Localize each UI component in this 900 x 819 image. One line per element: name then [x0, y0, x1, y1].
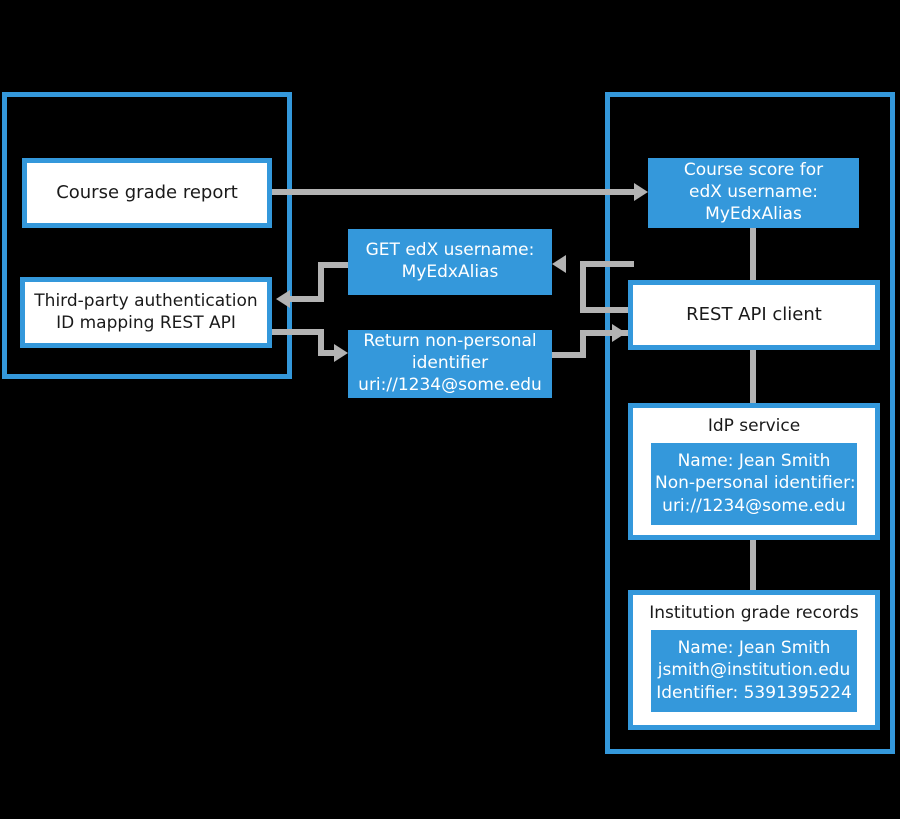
node-institution-grade-records-title: Institution grade records	[649, 603, 859, 623]
node-return-non-personal-identifier[interactable]: Return non-personal identifier uri://123…	[348, 330, 552, 398]
node-institution-grade-records-body: Name: Jean Smith jsmith@institution.edu …	[651, 630, 857, 712]
arrowhead-to-course-score	[634, 183, 648, 201]
node-third-party-auth-api-line-2: ID mapping REST API	[56, 312, 236, 333]
node-institution-grade-records[interactable]: Institution grade records Name: Jean Smi…	[628, 590, 880, 730]
node-rest-api-client-line-1: REST API client	[686, 304, 822, 326]
right-container-panel	[605, 92, 895, 754]
node-institution-records-body-line-3: Identifier: 5391395224	[656, 682, 852, 703]
node-course-grade-report[interactable]: Course grade report	[22, 158, 272, 228]
node-return-identifier-line-1: Return non-personal	[363, 331, 537, 352]
connector-client-to-idp	[750, 350, 756, 405]
node-idp-service-body-line-3: uri://1234@some.edu	[662, 495, 846, 516]
node-institution-records-body-line-2: jsmith@institution.edu	[657, 660, 851, 681]
connector-idp-to-institution	[750, 540, 756, 592]
node-get-edx-username[interactable]: GET edX username: MyEdxAlias	[348, 229, 552, 295]
left-container-panel	[2, 92, 292, 379]
node-third-party-auth-api-line-1: Third-party authentication	[34, 290, 258, 311]
node-idp-service-body: Name: Jean Smith Non-personal identifier…	[651, 443, 857, 525]
connector-client-to-get-vertical	[580, 261, 586, 313]
connector-get-to-api-bottom	[290, 296, 324, 302]
connector-api-to-return-top	[272, 329, 324, 335]
node-idp-service-body-line-1: Name: Jean Smith	[677, 451, 831, 472]
connector-grade-report-to-course-score	[272, 189, 634, 195]
node-idp-service[interactable]: IdP service Name: Jean Smith Non-persona…	[628, 403, 880, 540]
node-course-score-line-2: edX username:	[688, 182, 819, 203]
arrowhead-to-return-box	[334, 344, 348, 362]
node-third-party-auth-api[interactable]: Third-party authentication ID mapping RE…	[20, 277, 272, 348]
connector-return-to-client-bottom	[552, 352, 586, 358]
connector-api-to-return-vertical	[318, 329, 324, 356]
connector-get-to-api-top	[318, 262, 350, 268]
connector-api-to-return-bottom	[318, 350, 338, 356]
node-rest-api-client[interactable]: REST API client	[628, 280, 880, 350]
node-return-identifier-line-3: uri://1234@some.edu	[358, 374, 542, 395]
connector-course-score-to-client	[750, 228, 756, 282]
node-institution-records-body-line-1: Name: Jean Smith	[677, 638, 831, 659]
connector-get-to-api-vertical	[318, 262, 324, 302]
node-course-score-line-3: MyEdxAlias	[705, 203, 802, 224]
node-course-score[interactable]: Course score for edX username: MyEdxAlia…	[648, 158, 859, 228]
node-course-score-line-1: Course score for	[683, 160, 824, 181]
node-idp-service-body-line-2: Non-personal identifier:	[655, 473, 856, 494]
connector-return-to-client-vertical	[580, 330, 586, 358]
connector-return-to-client-top	[580, 330, 628, 336]
arrowhead-to-get-box	[552, 255, 566, 273]
connector-client-to-get-top	[586, 261, 634, 267]
node-get-edx-username-line-1: GET edX username:	[365, 240, 535, 261]
node-return-identifier-line-2: identifier	[411, 353, 489, 374]
arrowhead-to-rest-api-client	[612, 324, 626, 342]
connector-client-to-get-bottom	[580, 307, 634, 313]
node-course-grade-report-line-1: Course grade report	[56, 182, 238, 204]
arrowhead-to-third-party-api	[276, 290, 290, 308]
node-get-edx-username-line-2: MyEdxAlias	[401, 262, 499, 282]
node-idp-service-title: IdP service	[707, 416, 801, 436]
